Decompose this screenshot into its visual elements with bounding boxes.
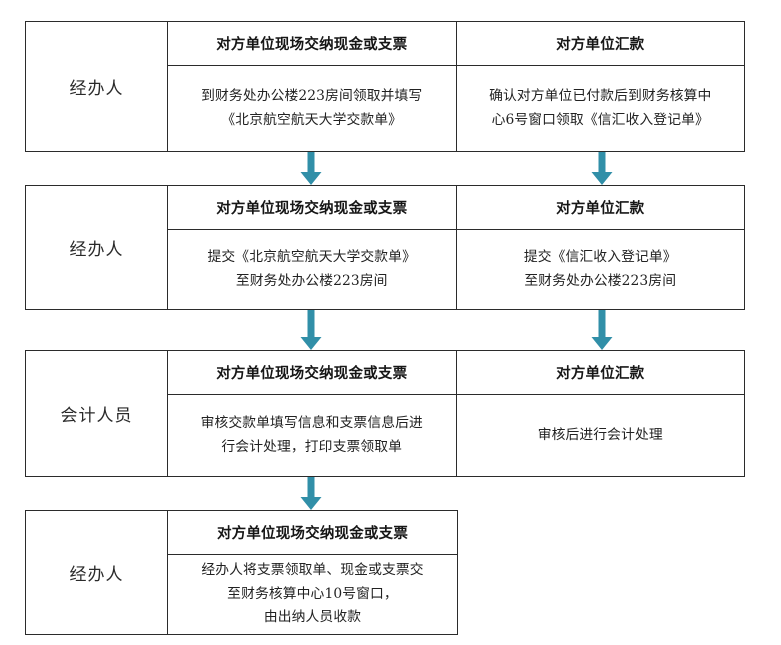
stage-1-branch-1-header: 对方单位现场交纳现金或支票 [168, 22, 456, 66]
stage-4-branches: 对方单位现场交纳现金或支票经办人将支票领取单、现金或支票交 至财务核算中心10号… [168, 511, 457, 634]
stage-3-role-label: 会计人员 [26, 351, 168, 476]
stage-2-branch-1-body: 提交《北京航空航天大学交款单》 至财务处办公楼223房间 [207, 248, 416, 289]
stage-1-box: 经办人对方单位现场交纳现金或支票到财务处办公楼223房间领取并填写 《北京航空航… [25, 21, 745, 152]
stage-4-role-label: 经办人 [26, 511, 168, 634]
stage-2-role-label: 经办人 [26, 186, 168, 309]
stage-2-branch-2: 对方单位汇款提交《信汇收入登记单》 至财务处办公楼223房间 [455, 186, 744, 309]
stage-3-branch-1-body: 审核交款单填写信息和支票信息后进 行会计处理，打印支票领取单 [200, 414, 423, 455]
stage-3-branch-2: 对方单位汇款审核后进行会计处理 [455, 351, 744, 476]
stage-1-branch-2-header: 对方单位汇款 [456, 22, 744, 66]
stage-3-box: 会计人员对方单位现场交纳现金或支票审核交款单填写信息和支票信息后进 行会计处理，… [25, 350, 745, 477]
stage-3-branch-1: 对方单位现场交纳现金或支票审核交款单填写信息和支票信息后进 行会计处理，打印支票… [168, 351, 456, 476]
stage-3-branches: 对方单位现场交纳现金或支票审核交款单填写信息和支票信息后进 行会计处理，打印支票… [168, 351, 744, 476]
stage-1-branch-1-body: 到财务处办公楼223房间领取并填写 《北京航空航天大学交款单》 [201, 87, 423, 128]
stage-1-branches: 对方单位现场交纳现金或支票到财务处办公楼223房间领取并填写 《北京航空航天大学… [168, 22, 744, 151]
stage-4-box: 经办人对方单位现场交纳现金或支票经办人将支票领取单、现金或支票交 至财务核算中心… [25, 510, 458, 635]
stage-1-branch-1: 对方单位现场交纳现金或支票到财务处办公楼223房间领取并填写 《北京航空航天大学… [168, 22, 456, 151]
stage-4-branch-1: 对方单位现场交纳现金或支票经办人将支票领取单、现金或支票交 至财务核算中心10号… [168, 511, 457, 634]
stage-2-box: 经办人对方单位现场交纳现金或支票提交《北京航空航天大学交款单》 至财务处办公楼2… [25, 185, 745, 310]
arrow-2-left-arrow-icon [298, 310, 324, 350]
arrow-2-right-arrow-icon [589, 310, 615, 350]
stage-3-branch-2-body: 审核后进行会计处理 [537, 426, 663, 443]
stage-1-branch-2: 对方单位汇款确认对方单位已付款后到财务核算中 心6号窗口领取《信汇收入登记单》 [455, 22, 744, 151]
stage-4-branch-1-body: 经办人将支票领取单、现金或支票交 至财务核算中心10号窗口， 由出纳人员收款 [201, 561, 424, 626]
arrow-1-right-arrow-icon [589, 152, 615, 185]
stage-1-branch-2-body: 确认对方单位已付款后到财务核算中 心6号窗口领取《信汇收入登记单》 [489, 87, 712, 128]
stage-2-branch-1: 对方单位现场交纳现金或支票提交《北京航空航天大学交款单》 至财务处办公楼223房… [168, 186, 456, 309]
stage-2-branches: 对方单位现场交纳现金或支票提交《北京航空航天大学交款单》 至财务处办公楼223房… [168, 186, 744, 309]
stage-1-role-label: 经办人 [26, 22, 168, 151]
stage-2-branch-2-body: 提交《信汇收入登记单》 至财务处办公楼223房间 [523, 248, 677, 289]
stage-2-branch-2-header: 对方单位汇款 [456, 186, 744, 230]
stage-3-branch-1-header: 对方单位现场交纳现金或支票 [168, 351, 456, 395]
arrow-1-left-arrow-icon [298, 152, 324, 185]
stage-3-branch-2-header: 对方单位汇款 [456, 351, 744, 395]
stage-4-branch-1-header: 对方单位现场交纳现金或支票 [168, 511, 457, 555]
stage-2-branch-1-header: 对方单位现场交纳现金或支票 [168, 186, 456, 230]
arrow-3-left-arrow-icon [298, 477, 324, 510]
